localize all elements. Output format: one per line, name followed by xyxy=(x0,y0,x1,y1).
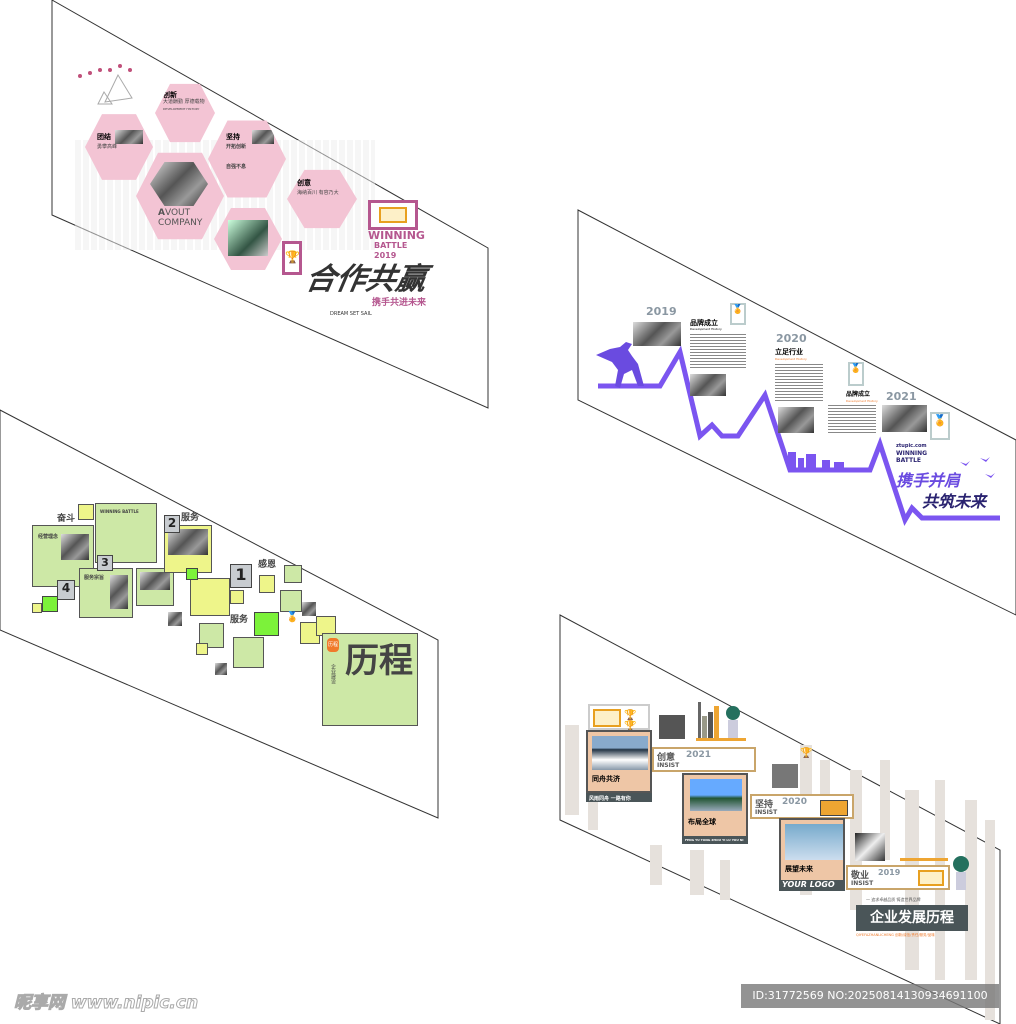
card-text: WINNING BATTLE xyxy=(100,509,139,514)
milestone-title: 品牌成立 xyxy=(690,319,718,327)
big-title: 历程 xyxy=(345,641,413,681)
triangle-decor xyxy=(97,73,133,105)
card-title: 同舟共济 xyxy=(592,775,620,783)
body-text-lines xyxy=(775,364,823,402)
orange-badge: 历程 xyxy=(327,638,339,652)
info-card: WINNING BATTLE xyxy=(95,503,157,563)
card-band: FENG YU TONG ZHOU YI LU YOU NI xyxy=(682,836,748,844)
birds-icon-purple xyxy=(960,457,995,478)
year-2021: 2021 xyxy=(886,390,917,403)
medal-icon: 🏅 xyxy=(930,412,950,440)
info-card xyxy=(136,568,174,606)
calligraphy-title: 合作共赢 xyxy=(303,262,430,297)
milestone-en: Development History xyxy=(775,357,807,361)
card-band: 风雨同舟 一路有你 xyxy=(586,793,652,802)
body-text-lines xyxy=(828,405,876,433)
hex-en: DEVELOPMENT HISTORY xyxy=(163,107,200,111)
year-2019: 2019 xyxy=(646,305,677,318)
birds-icon xyxy=(78,64,132,78)
milestone-title: 品牌成立 xyxy=(846,391,871,398)
label-service: 服务 xyxy=(181,513,200,523)
hex-title: 团结 xyxy=(97,133,111,141)
number-3: 3 xyxy=(97,555,113,571)
certificate-frame xyxy=(368,200,418,230)
milestone-en: Development History xyxy=(690,327,722,331)
watermark-logo: 昵享网 www.nipic.cn xyxy=(13,993,199,1014)
trophy-icon: 🏆 xyxy=(285,250,300,264)
story-card: 同舟共济 xyxy=(586,730,652,793)
card-text: 服务宗旨 xyxy=(84,575,105,581)
tagline: 一 追求卓越品质 铸造世界品牌 xyxy=(866,897,921,902)
hex-heading: 海纳百川 有容乃大 xyxy=(297,190,339,196)
main-title: 企业发展历程 xyxy=(856,905,968,931)
label-struggle: 奋斗 xyxy=(57,514,76,524)
hex-title: 创意 xyxy=(297,179,311,187)
info-card xyxy=(164,525,212,573)
skyline-icon xyxy=(788,452,844,470)
card-title: 布局全球 xyxy=(688,818,716,826)
badge-square xyxy=(42,596,58,612)
certificate-icon xyxy=(379,207,407,223)
timeline-track xyxy=(598,345,1000,527)
label-gratitude: 感恩 xyxy=(258,560,277,570)
medal-icon: 🏅 xyxy=(286,612,299,623)
label-service-2: 服务 xyxy=(230,615,249,625)
your-logo: YOUR LOGO xyxy=(779,880,845,891)
awards-shelf: 🏆🏆 xyxy=(588,704,650,732)
hex-heading: 勇攀高峰 xyxy=(97,144,118,150)
story-card: 布局全球 xyxy=(682,773,748,838)
hex-extra: 自强不息 xyxy=(226,164,247,170)
runner-icon xyxy=(596,342,644,388)
slogan-line-2: 共筑未来 xyxy=(922,492,987,511)
panel-outline-3 xyxy=(577,209,1016,616)
number-2: 2 xyxy=(164,515,180,533)
watermark-id: ID:31772569 NO:20250814130934691100 xyxy=(741,984,999,1008)
history-title-card: 历程 企业建设 历程 xyxy=(322,633,418,726)
medal-icon: 🏅 xyxy=(730,303,746,325)
dream-set-sail: DREAM SET SAIL xyxy=(330,311,372,317)
vertical-label: 企业建设 xyxy=(330,664,336,684)
body-text-lines xyxy=(690,334,746,370)
hex-card-innovation: 创新 大道酬勤 厚德载物 DEVELOPMENT HISTORY xyxy=(155,83,215,143)
year-2020: 2020 xyxy=(776,332,807,345)
story-card: 展望未来 xyxy=(779,818,845,882)
plant-icon xyxy=(953,856,969,872)
pinyin-line: QIYEFAZHANLICHENG 创新/诚信/责任/服务/品味 xyxy=(856,933,935,937)
medal-icon: 🏅 xyxy=(848,362,864,386)
number-4: 4 xyxy=(57,580,75,600)
number-1: 1 xyxy=(230,564,252,588)
info-card xyxy=(190,578,230,616)
photo xyxy=(633,322,681,346)
hex-heading: 大道酬勤 厚德载物 xyxy=(163,99,205,105)
milestone-en: Development History xyxy=(846,399,878,403)
milestone-title: 立足行业 xyxy=(775,348,803,356)
panel-outline-2 xyxy=(0,409,439,819)
hex-card-persist: 坚持 开拓创新 自强不息 xyxy=(208,120,286,198)
info-card: 服务宗旨 xyxy=(79,568,133,618)
trophy-icon: 🏆🏆 xyxy=(624,710,637,732)
bookshelf-icon xyxy=(696,702,746,742)
hex-title: 坚持 xyxy=(226,133,240,141)
trophy-icon: 🏆 xyxy=(800,748,813,759)
card-title: 展望未来 xyxy=(785,865,813,873)
trophy-frame: 🏆 xyxy=(282,241,302,275)
hex-heading: 开拓创新 xyxy=(226,144,247,150)
card-text: 经营理念 xyxy=(38,534,59,540)
hex-title: 创新 xyxy=(163,91,177,99)
slogan-line-1: 携手并肩 xyxy=(896,471,961,490)
slogan: 携手共进未来 xyxy=(372,298,427,308)
